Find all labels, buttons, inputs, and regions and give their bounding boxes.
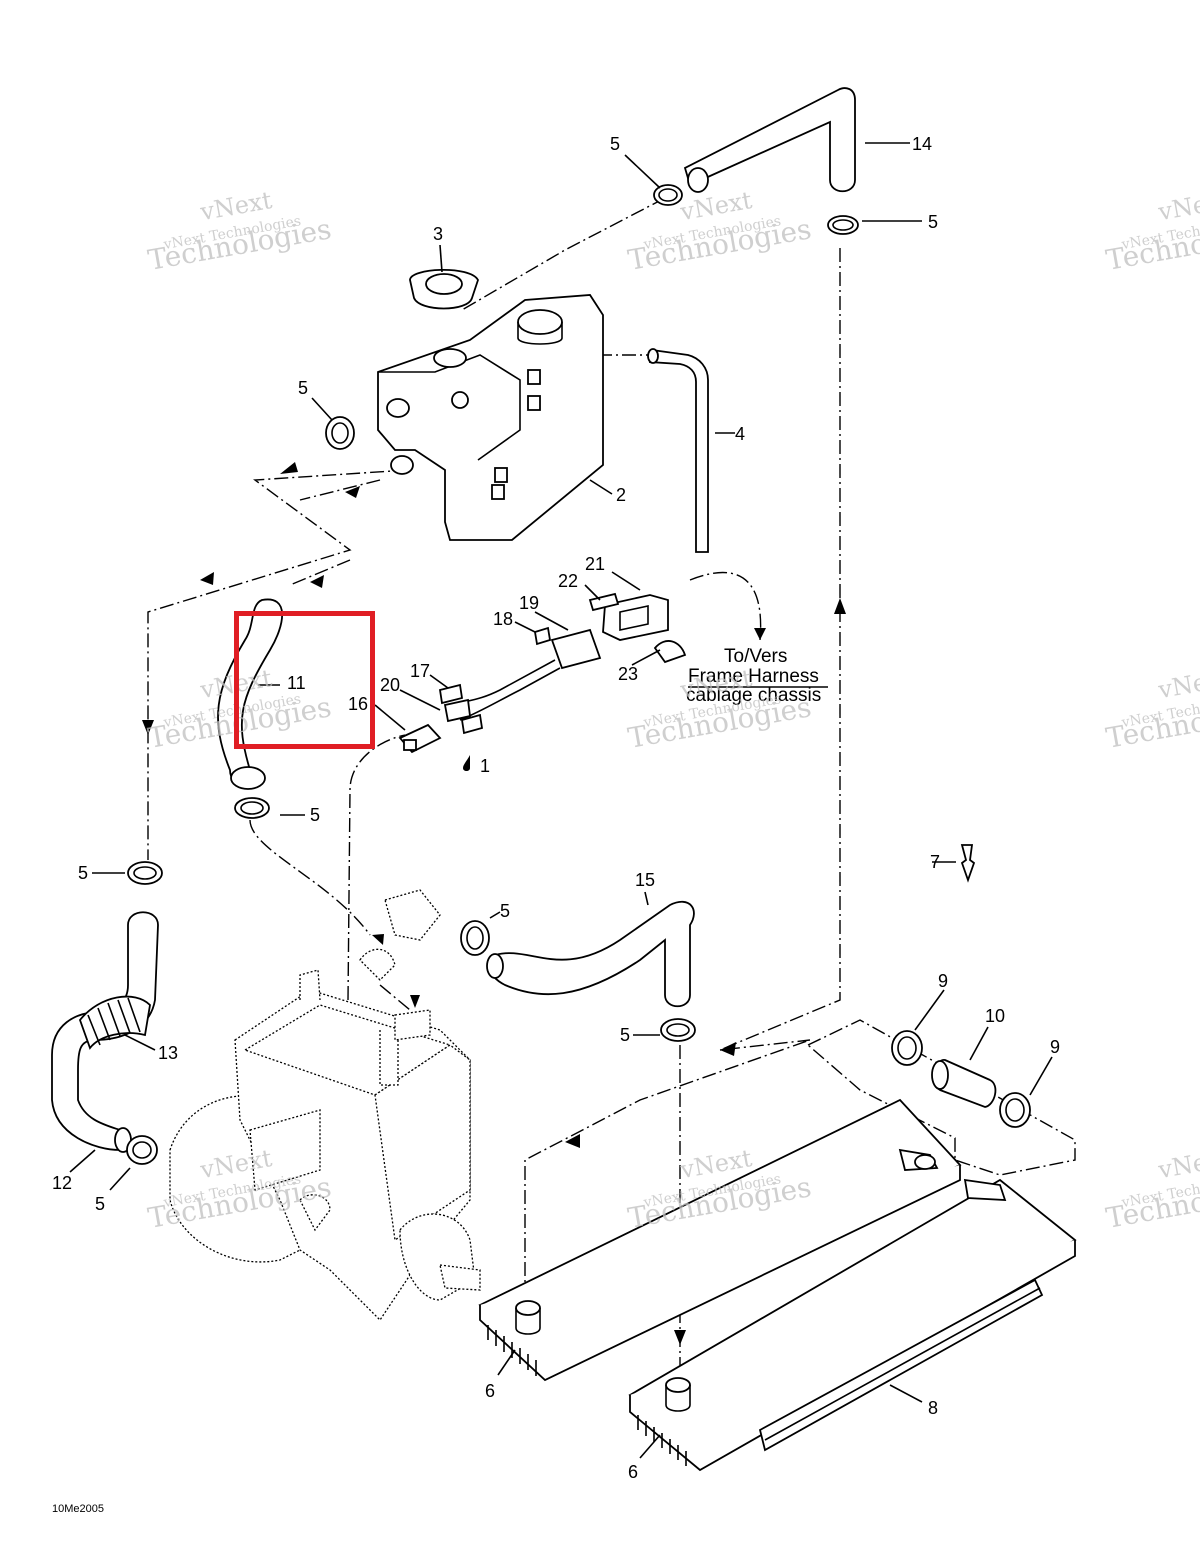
svg-text:5: 5 <box>610 134 620 154</box>
svg-text:Technologies: Technologies <box>625 212 813 277</box>
svg-text:3: 3 <box>433 224 443 244</box>
flow-arrows <box>142 462 846 1345</box>
svg-text:5: 5 <box>620 1025 630 1045</box>
drop-icon <box>463 755 470 771</box>
watermark-6: vNext vNext Technologies Technologies <box>1103 664 1200 755</box>
leader-lines <box>69 142 1053 1459</box>
part-labels: 1 2 3 4 5 5 5 5 5 5 5 5 6 6 7 8 9 9 10 1… <box>52 134 1060 1482</box>
temperature-sensor-harness <box>398 592 687 754</box>
frame-harness-note: To/Vers Frame Harness cablage chassis <box>686 646 828 706</box>
svg-text:17: 17 <box>410 661 430 681</box>
svg-text:vNext: vNext <box>1155 664 1200 704</box>
svg-text:16: 16 <box>348 694 368 714</box>
clamp-i <box>891 1030 923 1066</box>
svg-text:12: 12 <box>52 1173 72 1193</box>
note-line-2: Frame Harness <box>688 666 819 687</box>
svg-text:2: 2 <box>616 485 626 505</box>
svg-text:5: 5 <box>95 1194 105 1214</box>
clamp-e <box>127 861 163 885</box>
svg-text:vNext: vNext <box>1155 1144 1200 1184</box>
clamp-h <box>126 1135 158 1165</box>
highlight-box <box>234 611 375 749</box>
svg-text:19: 19 <box>519 593 539 613</box>
clamp-j <box>999 1092 1031 1128</box>
svg-text:22: 22 <box>558 571 578 591</box>
svg-text:4: 4 <box>735 424 745 444</box>
svg-text:9: 9 <box>1050 1037 1060 1057</box>
svg-text:Technologies: Technologies <box>1103 212 1200 277</box>
svg-text:7: 7 <box>930 852 940 872</box>
svg-text:15: 15 <box>635 870 655 890</box>
svg-text:13: 13 <box>158 1043 178 1063</box>
clamp-f <box>460 920 490 956</box>
svg-text:5: 5 <box>500 901 510 921</box>
watermark-3: vNext vNext Technologies Technologies <box>1103 186 1200 277</box>
watermark-9: vNext vNext Technologies Technologies <box>1103 1144 1200 1235</box>
svg-text:23: 23 <box>618 664 638 684</box>
svg-text:5: 5 <box>298 378 308 398</box>
label-1-text: 1 <box>480 756 490 776</box>
svg-text:Technologies: Technologies <box>145 212 333 277</box>
watermark-1: vNext vNext Technologies Technologies <box>145 186 333 277</box>
note-line-1: To/Vers <box>724 646 787 667</box>
svg-text:vNext: vNext <box>1155 186 1200 226</box>
engine-block <box>169 889 481 1322</box>
svg-text:6: 6 <box>628 1462 638 1482</box>
clamp-c <box>325 416 355 450</box>
clamp-a <box>653 184 683 206</box>
note-line-3: cablage chassis <box>686 685 821 706</box>
clamp-g <box>660 1018 696 1042</box>
svg-text:5: 5 <box>78 863 88 883</box>
clamp-d <box>234 797 270 819</box>
svg-text:Technologies: Technologies <box>1103 1170 1200 1235</box>
svg-text:Technologies: Technologies <box>1103 690 1200 755</box>
svg-text:10: 10 <box>985 1006 1005 1026</box>
svg-text:21: 21 <box>585 554 605 574</box>
svg-text:5: 5 <box>928 212 938 232</box>
svg-text:14: 14 <box>912 134 932 154</box>
svg-text:6: 6 <box>485 1381 495 1401</box>
coolant-reservoir <box>377 294 604 541</box>
svg-text:8: 8 <box>928 1398 938 1418</box>
svg-text:18: 18 <box>493 609 513 629</box>
watermark-2: vNext vNext Technologies Technologies <box>625 186 813 277</box>
svg-text:9: 9 <box>938 971 948 991</box>
heat-exchangers <box>478 1098 1077 1472</box>
drawing-code: 10Me2005 <box>52 1503 104 1515</box>
screw <box>960 844 976 883</box>
clamp-b <box>827 215 859 235</box>
svg-text:20: 20 <box>380 675 400 695</box>
hose-clamps <box>126 184 1031 1165</box>
svg-text:5: 5 <box>310 805 320 825</box>
radiator-cap <box>409 268 479 310</box>
svg-text:11: 11 <box>287 673 306 693</box>
